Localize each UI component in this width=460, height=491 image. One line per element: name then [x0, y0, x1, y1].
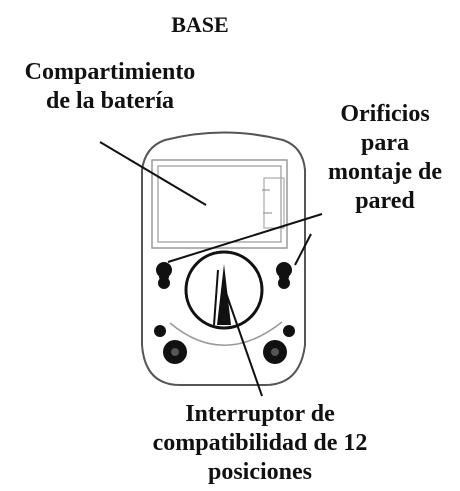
selector-switch-label: Interruptor de compatibilidad de 12 posi… — [152, 401, 368, 485]
device-body-outline — [141, 131, 306, 386]
wall-mount-hole-left — [156, 262, 172, 289]
wall-mount-hole-right — [276, 262, 292, 289]
diagram-title: BASE — [171, 12, 229, 37]
battery-leader-line — [99, 141, 207, 206]
battery-compartment — [151, 159, 288, 249]
jack-large-left — [163, 340, 187, 364]
holes-leader-line-right — [294, 233, 312, 266]
wall-mount-holes-label: Orificios para montaje de pared — [328, 101, 442, 214]
jack-large-right — [263, 340, 287, 364]
jack-small-right — [283, 325, 295, 337]
battery-compartment-label: Compartimiento de la batería — [24, 59, 196, 114]
holes-leader-line-left — [167, 213, 323, 263]
jack-small-left — [154, 325, 166, 337]
dial-scale-arc — [169, 321, 283, 346]
selector-pointer — [217, 264, 231, 325]
selector-dial — [184, 250, 264, 330]
switch-leader-line — [224, 289, 263, 397]
battery-compartment-inner — [157, 165, 282, 243]
